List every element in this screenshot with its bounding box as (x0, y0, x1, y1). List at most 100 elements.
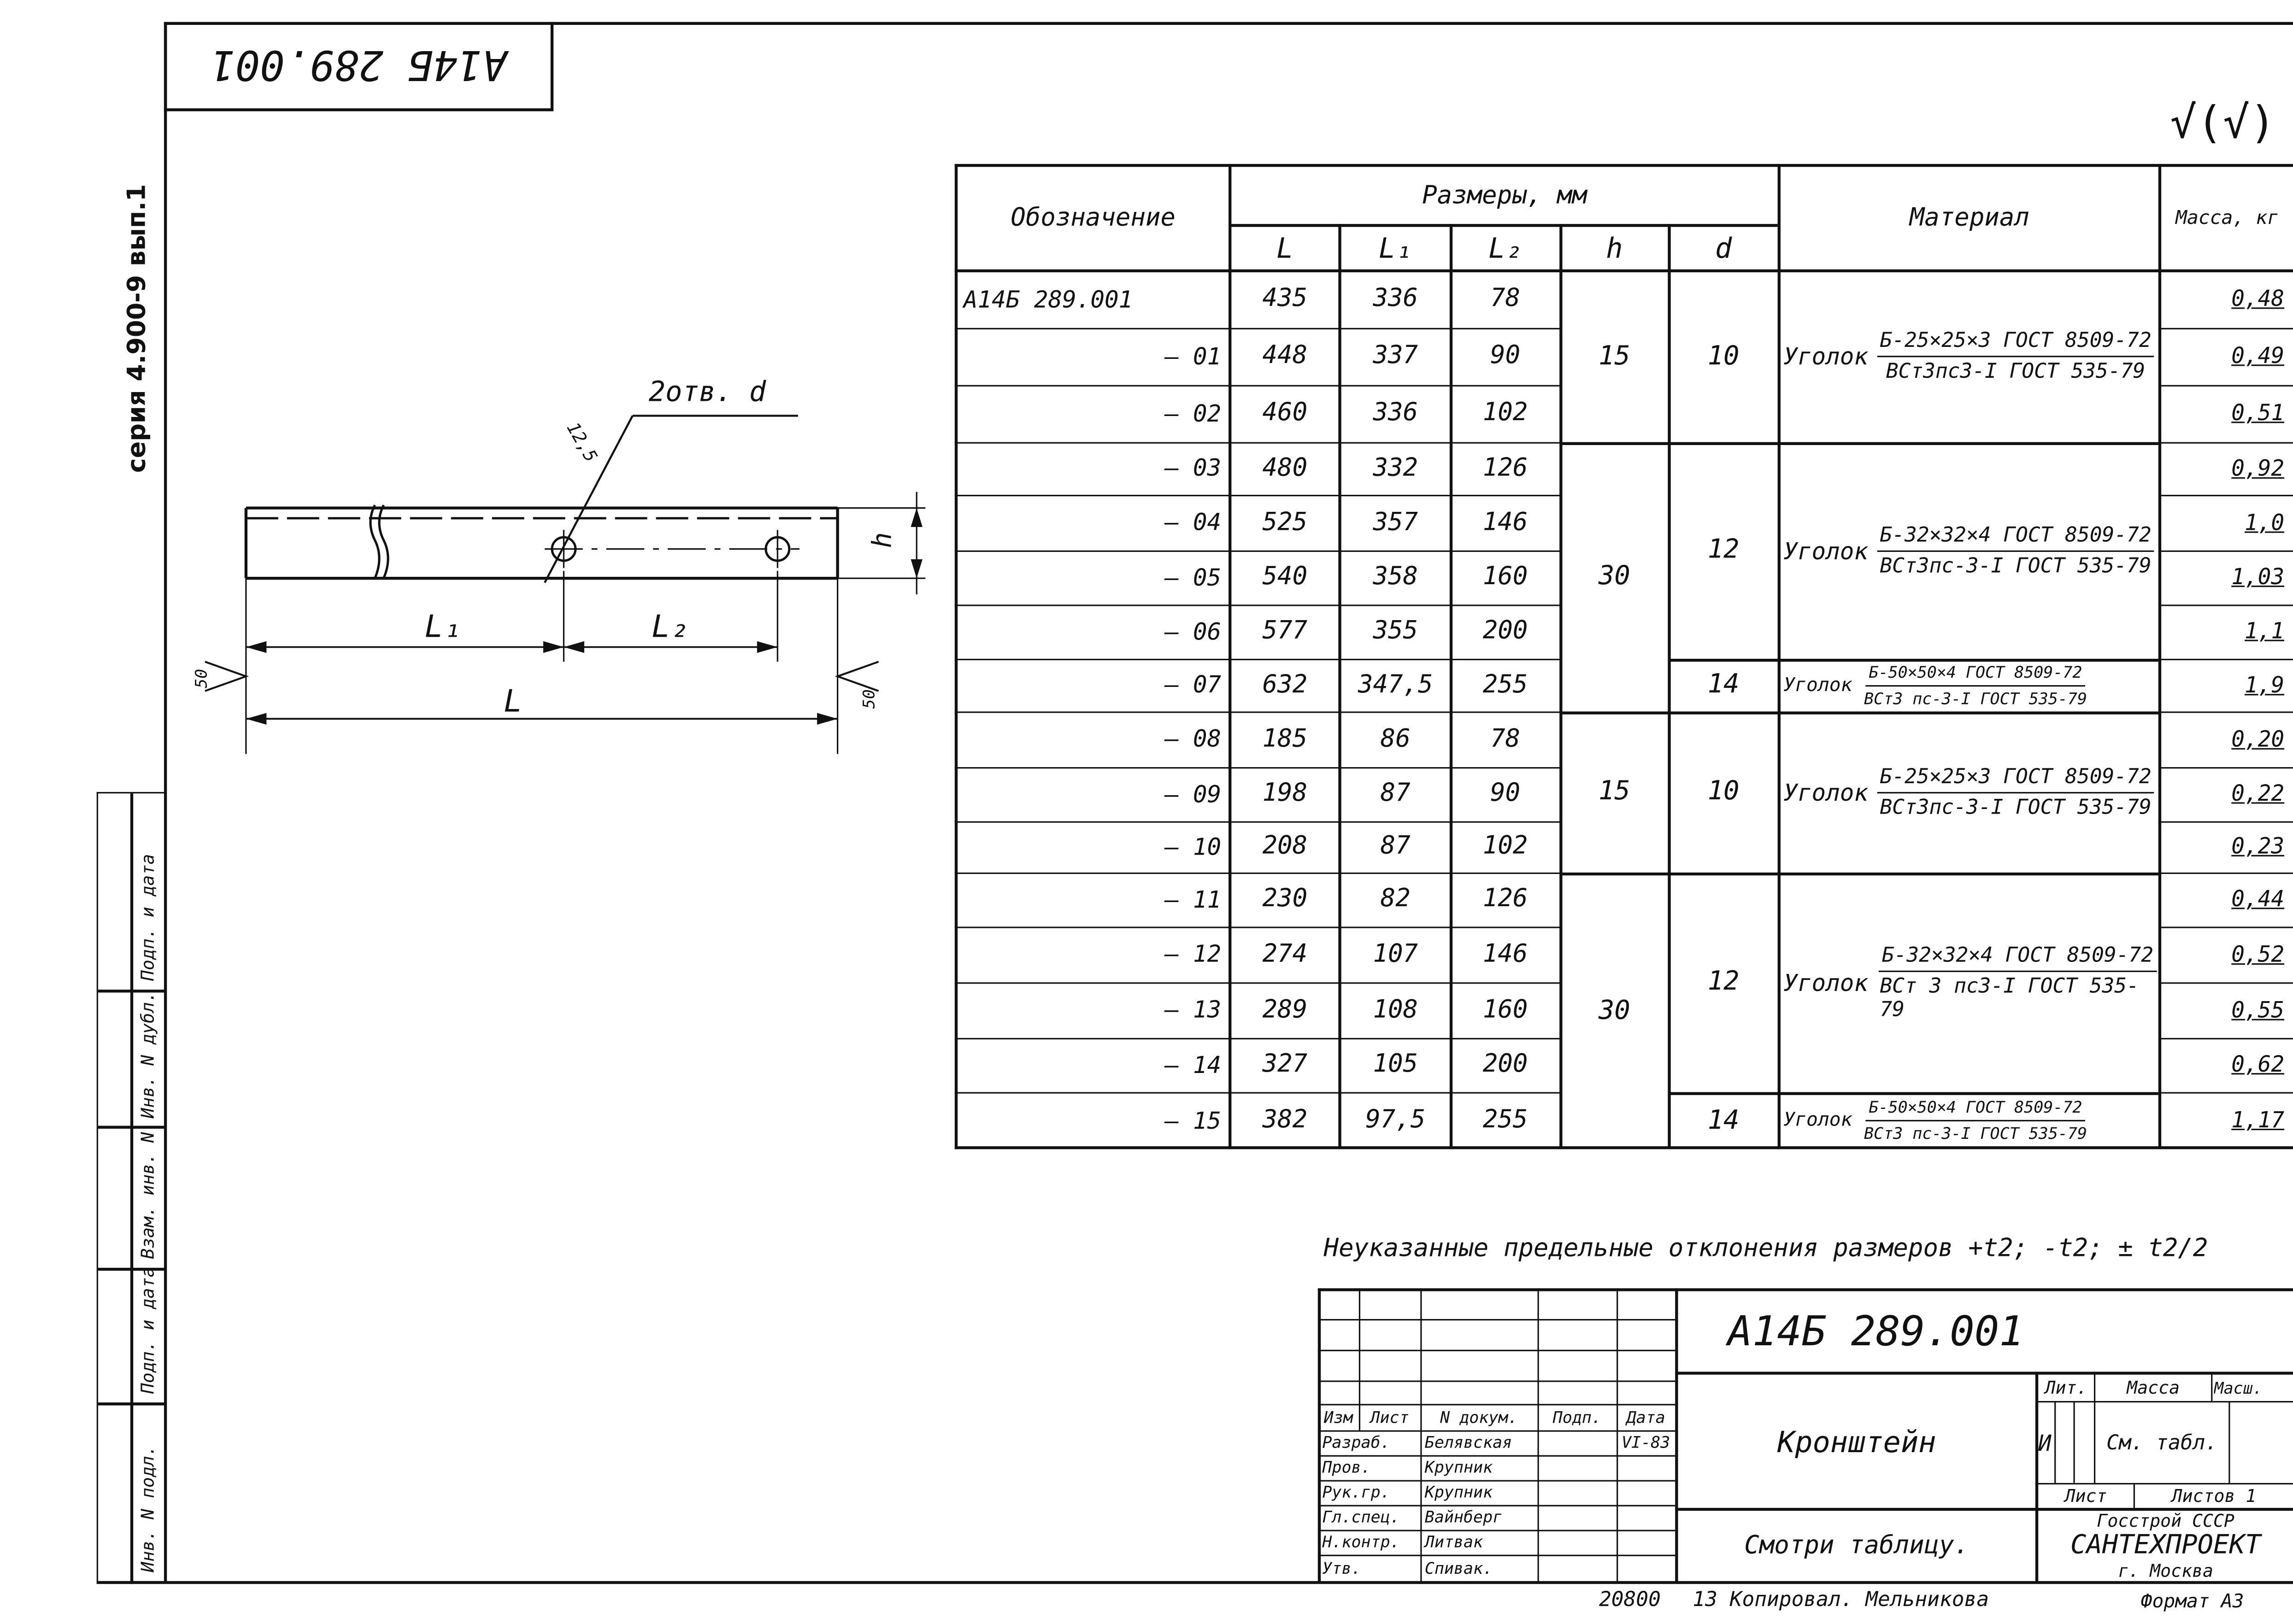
group-d: 12 (1707, 534, 1740, 565)
tb-date (1617, 1455, 1675, 1480)
material-steel: ВСт3пс3-I ГОСТ 535-79 (1886, 360, 2146, 384)
group-d: 10 (1707, 340, 1740, 371)
row-L: 460 (1262, 398, 1308, 428)
row-L2: 200 (1482, 1049, 1528, 1079)
row-L2: 90 (1490, 341, 1521, 370)
row-L2: 146 (1482, 507, 1528, 537)
frame-top (164, 22, 2293, 25)
hdr-mass: Масса, кг (2175, 208, 2279, 230)
tb-name: Крупник (1424, 1458, 1493, 1477)
tb-role: Утв. (1322, 1559, 1361, 1578)
row-L: 327 (1262, 1049, 1308, 1079)
tb-org1: Госстрой СССР (2097, 1511, 2234, 1531)
row-L1: 336 (1373, 284, 1418, 314)
material-prefix: Уголок (1783, 536, 1868, 564)
row-L: 289 (1262, 995, 1308, 1024)
tb-name: Белявская (1424, 1433, 1512, 1453)
tb-mass-value: См. табл. (2106, 1431, 2218, 1455)
row-L: 480 (1262, 453, 1308, 483)
row-designation: А14Б 289.001 (963, 285, 1133, 313)
tb-doc-code: А14Б 289.001 (1728, 1307, 2024, 1355)
row-L1: 97,5 (1365, 1105, 1426, 1135)
frame-left (164, 22, 167, 1583)
tb-role: Рук.гр. (1322, 1483, 1390, 1502)
row-mass: 1,9 (2244, 671, 2285, 698)
row-mass: 0,49 (2231, 342, 2285, 369)
tb-org2: САНТЕХПРОЕКТ (2070, 1530, 2261, 1561)
tb-role: Разраб. (1322, 1433, 1390, 1453)
row-L2: 160 (1482, 562, 1528, 592)
series-label: серия 4.900-9 вып.1 (123, 184, 153, 473)
footer-copy: 13 Копировал. Мельникова (1693, 1588, 1989, 1612)
row-L2: 90 (1490, 779, 1521, 809)
row-L: 198 (1262, 779, 1308, 809)
group-h: 30 (1598, 995, 1630, 1026)
tb-lit-label: Лит. (2045, 1378, 2087, 1398)
strip-label-1: Подп. и дата (137, 854, 159, 981)
row-L1: 337 (1373, 341, 1418, 370)
material-prefix: Уголок (1783, 968, 1868, 997)
group-d: 14 (1707, 1104, 1740, 1136)
row-L: 208 (1262, 831, 1308, 861)
row-L: 230 (1262, 884, 1308, 914)
row-mass: 0,51 (2231, 399, 2285, 426)
tb-part-name: Кронштейн (1777, 1424, 1936, 1459)
archive-strip: Подп. и дата Инв. N дубл. Взам. инв. N П… (96, 792, 166, 1584)
row-designation: — 06 (1164, 617, 1222, 645)
row-mass: 0,22 (2231, 780, 2285, 807)
row-designation: — 08 (1164, 724, 1222, 753)
footer-format: Формат А3 (2140, 1591, 2244, 1613)
row-L2: 126 (1482, 884, 1528, 914)
tb-name: Вайнберг (1424, 1507, 1503, 1527)
tb-role: Гл.спец. (1322, 1507, 1400, 1527)
tb-hdr-data: Дата (1626, 1407, 1665, 1427)
group-d: 10 (1707, 776, 1740, 807)
row-L2: 255 (1482, 1105, 1528, 1135)
row-L1: 347,5 (1358, 669, 1433, 699)
group-d: 14 (1707, 669, 1740, 700)
row-mass: 0,52 (2231, 940, 2285, 967)
row-L1: 105 (1373, 1049, 1418, 1079)
material-prefix: Уголок (1783, 778, 1868, 806)
row-L1: 86 (1380, 724, 1411, 753)
tb-mass-label: Масса (2127, 1378, 2180, 1398)
material-grade: Б-32×32×4 ГОСТ 8509-72 (1877, 523, 2154, 551)
material-steel: ВСт3пс-3-I ГОСТ 535-79 (1880, 554, 2152, 578)
tb-date (1617, 1555, 1675, 1583)
strip-label-5: Инв. N подл. (137, 1445, 159, 1572)
row-mass: 1,17 (2231, 1107, 2285, 1133)
title-block: Изм Лист N докум. Подп. Дата Разраб.Беля… (1317, 1288, 2293, 1583)
tb-date: VI-83 (1621, 1433, 1670, 1453)
tb-role: Н.контр. (1322, 1532, 1400, 1552)
row-designation: — 04 (1164, 508, 1222, 536)
frame-bottom (96, 1581, 2293, 1584)
tb-role: Пров. (1322, 1458, 1371, 1477)
hdr-L1: L₁ (1378, 232, 1412, 264)
row-L: 185 (1262, 724, 1308, 753)
row-designation: — 03 (1164, 454, 1222, 482)
row-L2: 255 (1482, 669, 1528, 699)
row-mass: 0,44 (2231, 885, 2285, 912)
row-mass: 0,23 (2231, 833, 2285, 860)
row-designation: — 02 (1164, 399, 1222, 427)
row-L2: 78 (1490, 724, 1521, 753)
material-prefix: Уголок (1783, 1109, 1852, 1132)
material-grade: Б-25×25×3 ГОСТ 8509-72 (1877, 329, 2154, 358)
spec-table (954, 164, 2293, 1149)
row-designation: — 07 (1164, 670, 1222, 698)
tb-date (1617, 1530, 1675, 1555)
row-designation: — 14 (1164, 1050, 1222, 1079)
material-prefix: Уголок (1783, 674, 1852, 696)
row-L2: 78 (1490, 284, 1521, 314)
tb-sheet-label: Лист (2064, 1486, 2107, 1507)
row-L2: 102 (1482, 831, 1528, 861)
weld-left: 50 (192, 668, 211, 688)
tb-hdr-list: Лист (1370, 1407, 1409, 1427)
footer-num: 20800 (1599, 1588, 1661, 1612)
tb-scale-label: Масш. (2214, 1378, 2263, 1398)
row-L2: 126 (1482, 453, 1528, 483)
row-L: 540 (1262, 562, 1308, 592)
